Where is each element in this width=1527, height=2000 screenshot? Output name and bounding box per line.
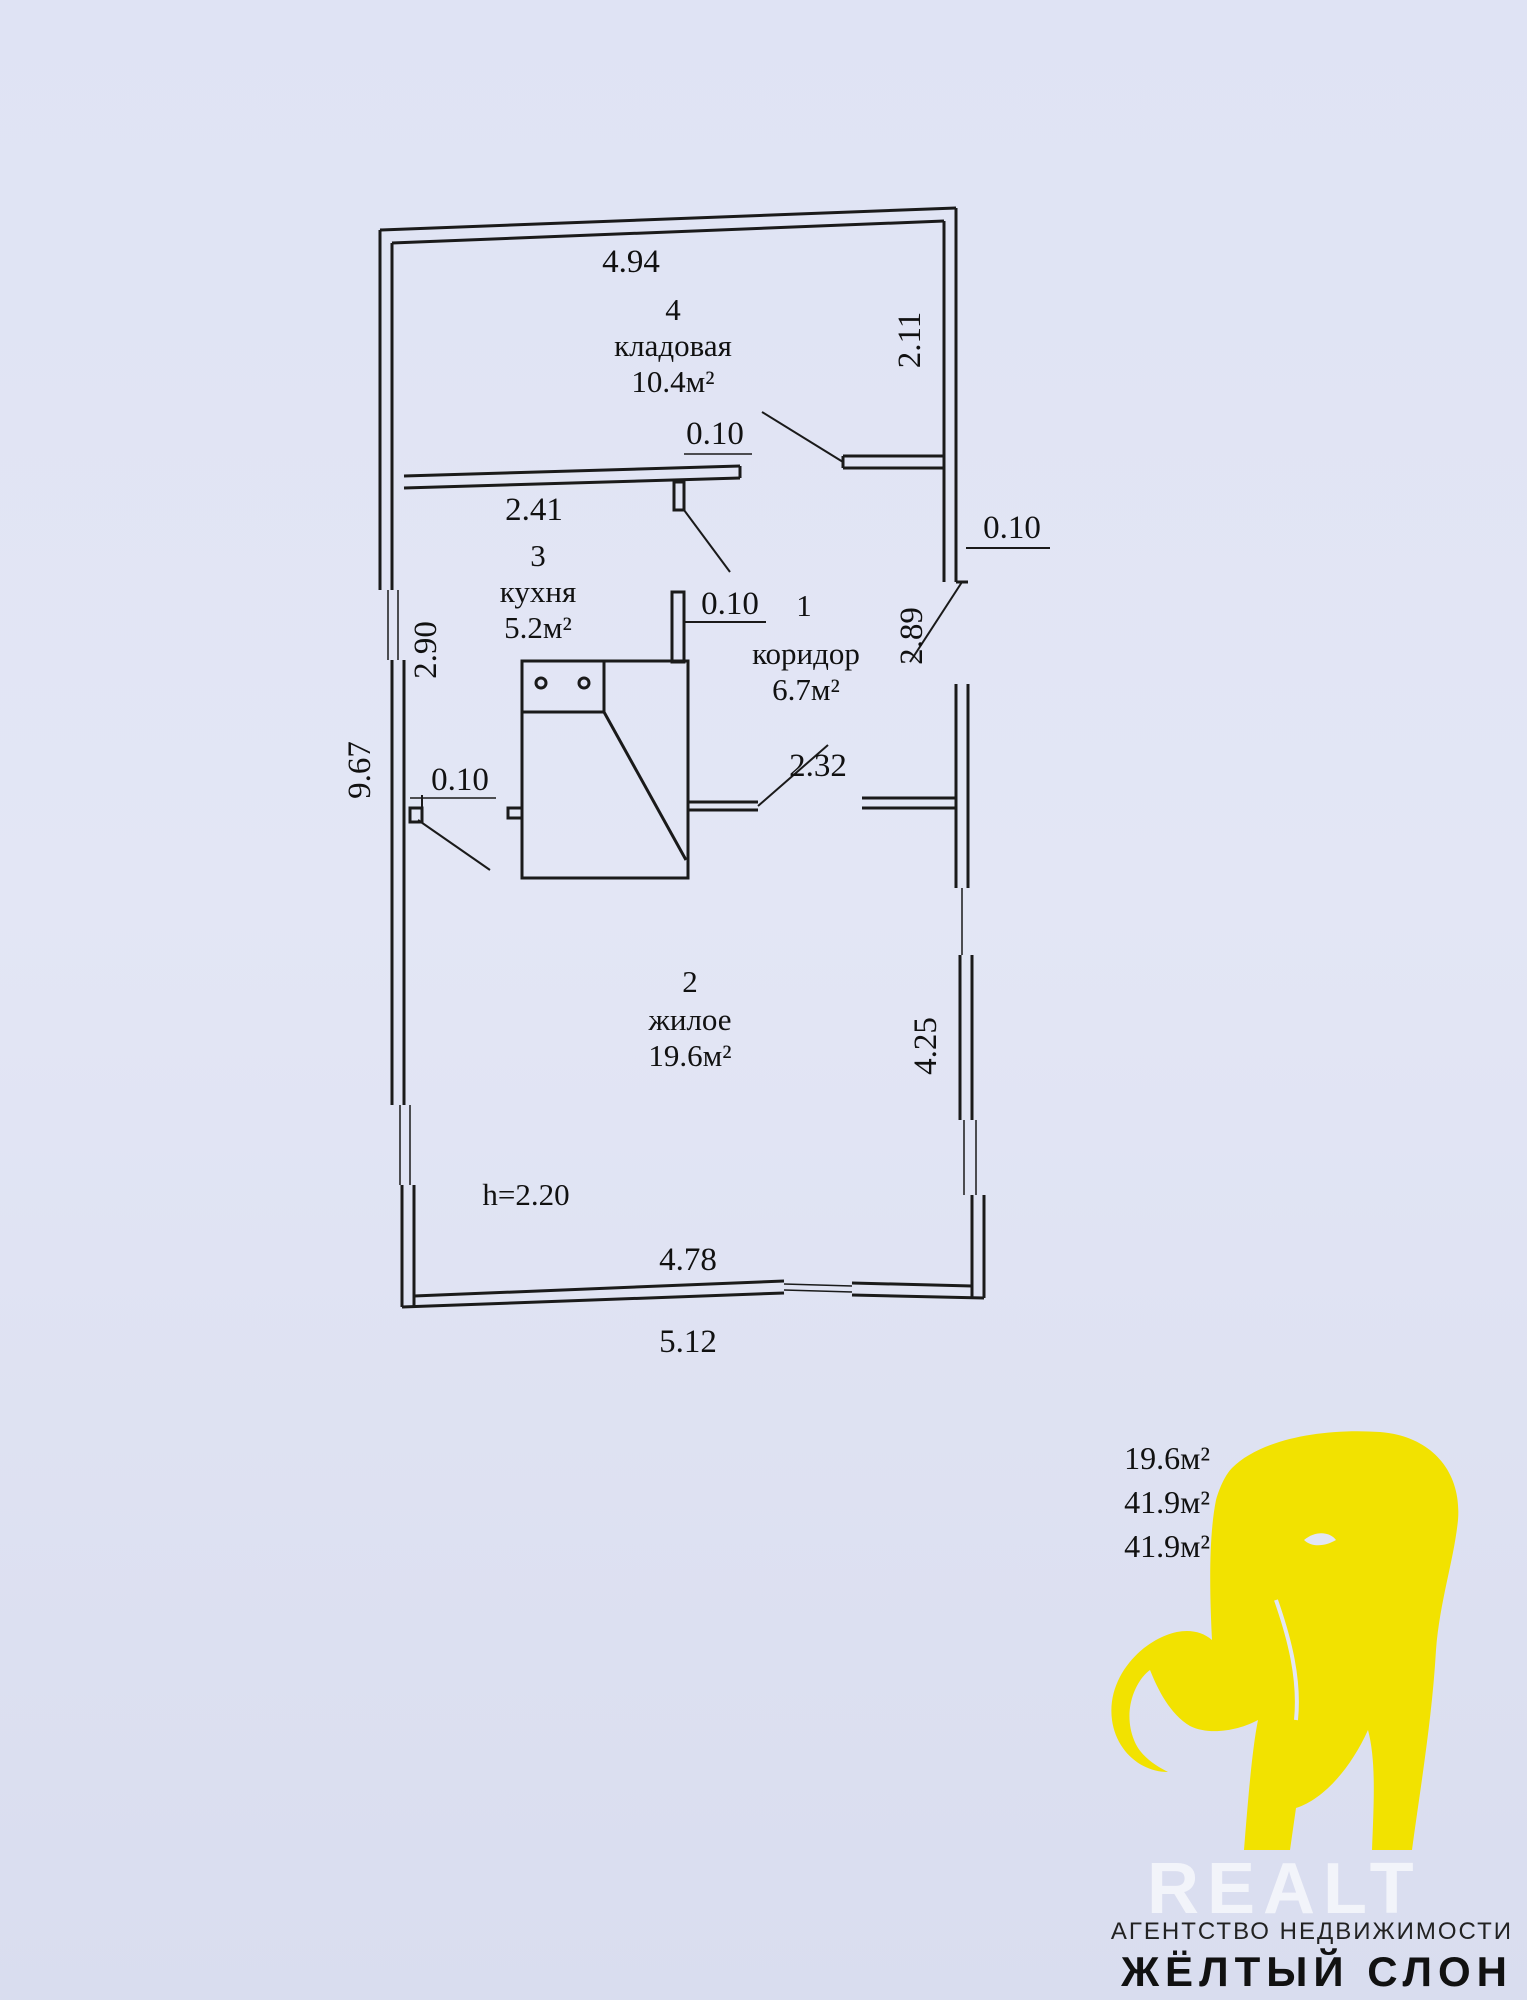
- dim-corridor-side: 2.89: [894, 607, 930, 665]
- dim-living-side: 4.25: [908, 1017, 944, 1075]
- agency-subtitle: АГЕНТСТВО НЕДВИЖИМОСТИ: [1110, 1918, 1513, 1945]
- room-area: 10.4м²: [631, 364, 714, 399]
- room-corridor: 1 коридор 6.7м²: [752, 588, 860, 707]
- total-living-area: 19.6м²: [1124, 1440, 1210, 1476]
- room-kitchen: 3 кухня 5.2м²: [500, 538, 576, 645]
- dim-kitchen-partition: 0.10: [701, 586, 759, 622]
- realt-watermark: REALT: [1147, 1849, 1422, 1929]
- room-area: 19.6м²: [648, 1038, 731, 1073]
- partition-storage: [403, 464, 741, 478]
- area-totals: 19.6м² 41.9м² 41.9м²: [1082, 1436, 1210, 1568]
- room-number: 3: [530, 538, 546, 573]
- walls: [378, 206, 1050, 1309]
- dim-top-width: 4.94: [602, 244, 660, 280]
- room-area: 6.7м²: [772, 672, 840, 707]
- elephant-logo-icon: [1111, 1431, 1459, 1850]
- room-storage: 4 кладовая 10.4м²: [614, 292, 732, 399]
- room-name: кладовая: [614, 328, 732, 363]
- dim-corridor-width: 2.32: [789, 748, 847, 784]
- dim-inner-width: 4.78: [659, 1242, 717, 1278]
- dim-kitchen-side: 2.90: [408, 621, 444, 679]
- room-number: 1: [796, 588, 812, 623]
- dim-storage-side: 2.11: [892, 312, 928, 369]
- dim-kitchen-width: 2.41: [505, 492, 563, 528]
- room-name: коридор: [752, 636, 860, 671]
- room-number: 4: [665, 292, 681, 327]
- total-area-2: 41.9м²: [1124, 1528, 1210, 1564]
- room-number: 2: [682, 964, 698, 999]
- ceiling-height: h=2.20: [482, 1177, 569, 1212]
- outer-wall-bottom: [401, 1291, 785, 1309]
- room-name: кухня: [500, 574, 576, 609]
- dim-outer-width: 5.12: [659, 1324, 717, 1360]
- room-living: 2 жилое 19.6м²: [647, 964, 731, 1073]
- dim-left-partition: 0.10: [431, 762, 489, 798]
- dim-total-height: 9.67: [342, 741, 378, 799]
- dim-right-wall: 0.10: [983, 510, 1041, 546]
- room-area: 5.2м²: [504, 610, 572, 645]
- dim-partition-top: 0.10: [686, 416, 744, 452]
- agency-name: ЖЁЛТЫЙ СЛОН: [1121, 1948, 1513, 1995]
- room-name: жилое: [647, 1002, 731, 1037]
- total-area: 41.9м²: [1124, 1484, 1210, 1520]
